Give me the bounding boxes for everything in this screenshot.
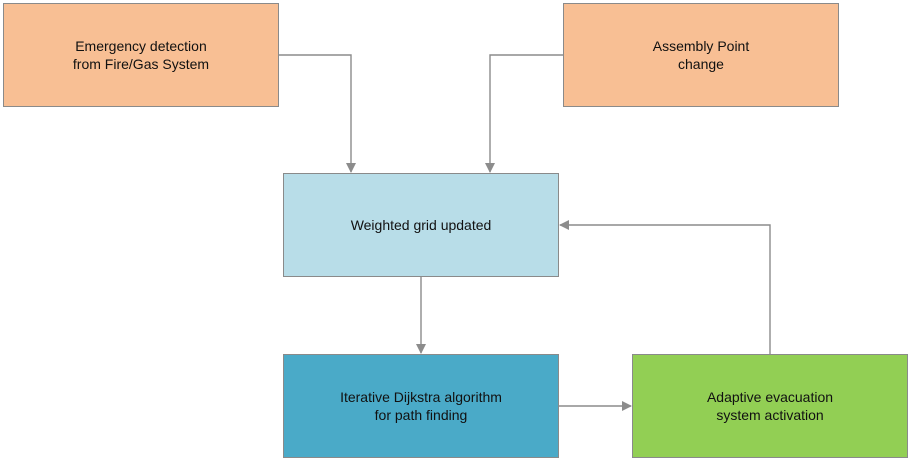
edge-assembly-to-grid (485, 54, 563, 173)
adaptive-evacuation-label: Adaptive evacuation system activation (706, 389, 834, 423)
edge-emergency-to-grid (279, 54, 356, 173)
adaptive-evacuation-node: Adaptive evacuation system activation (632, 354, 908, 458)
assembly-point-change-label: Assembly Point change (652, 38, 750, 72)
weighted-grid-label: Weighted grid updated (350, 217, 492, 233)
assembly-point-change-node: Assembly Point change (563, 3, 839, 107)
edge-adaptive-to-grid (559, 220, 771, 354)
emergency-detection-node: Emergency detection from Fire/Gas System (3, 3, 279, 107)
emergency-detection-label: Emergency detection from Fire/Gas System (72, 38, 210, 72)
dijkstra-algorithm-node: Iterative Dijkstra algorithm for path fi… (283, 354, 559, 458)
weighted-grid-node: Weighted grid updated (283, 173, 559, 277)
dijkstra-algorithm-label: Iterative Dijkstra algorithm for path fi… (340, 389, 502, 423)
